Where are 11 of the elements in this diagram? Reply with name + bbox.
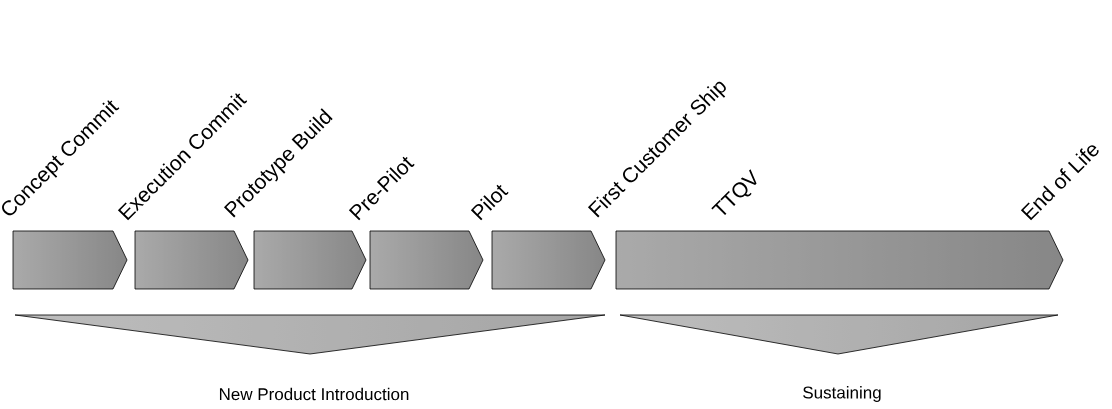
milestone-label: Pilot: [470, 184, 509, 221]
node-label: New Product Introduction: [219, 387, 409, 401]
phase-block: [491, 230, 606, 290]
node-label: Sustaining: [803, 386, 881, 402]
phase-wedge: Sustaining: [619, 314, 1059, 402]
phase-wedge: New Product Introduction: [14, 314, 606, 401]
phase-block: [12, 230, 128, 290]
phase-block: [369, 230, 484, 290]
phase-block: [615, 230, 1064, 290]
phase-block: [253, 230, 367, 290]
phase-block: [134, 230, 249, 290]
